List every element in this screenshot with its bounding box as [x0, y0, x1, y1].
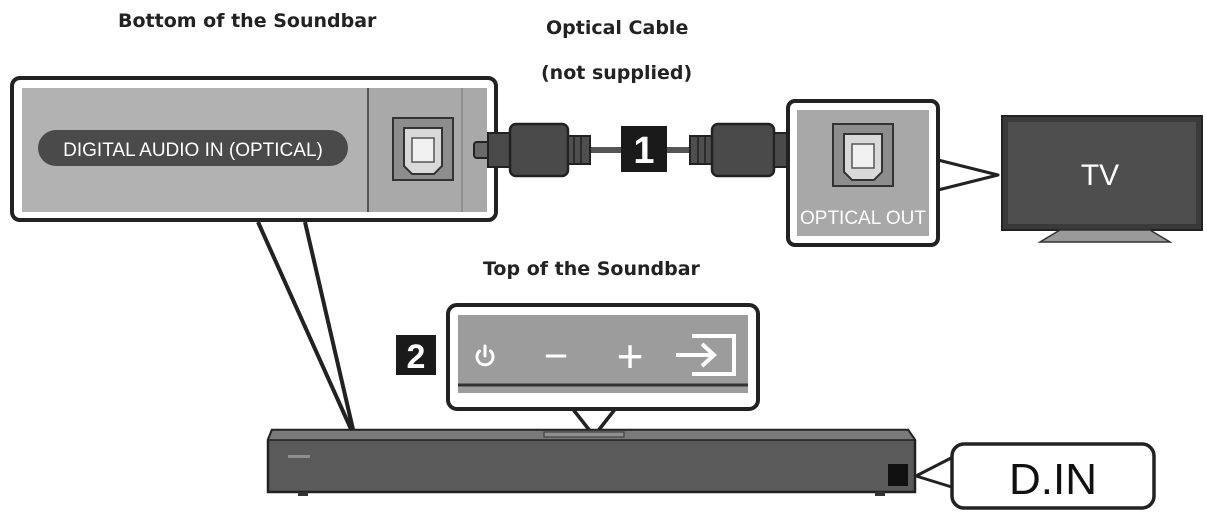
- tv-optical-out-callout: OPTICAL OUT: [786, 99, 940, 247]
- soundbar-illustration: [266, 428, 917, 496]
- soundbar-bottom-callout: DIGITAL AUDIO IN (OPTICAL): [10, 76, 498, 222]
- display-callout: [950, 442, 1156, 510]
- step-1-badge: [621, 126, 667, 172]
- optical-cable-label: Optical Cable: [546, 17, 689, 39]
- step-2-badge: [396, 335, 436, 375]
- source-input-icon: [676, 334, 736, 376]
- step-1-number: 1: [633, 130, 654, 172]
- bottom-of-soundbar-label: Bottom of the Soundbar: [118, 10, 377, 32]
- tv-callout-pointer: [937, 158, 1000, 192]
- minus-icon: −: [544, 332, 569, 379]
- step-2-number: 2: [407, 338, 426, 376]
- soundbar-top-callout: − +: [446, 303, 760, 411]
- top-of-soundbar-label: Top of the Soundbar: [483, 258, 700, 280]
- digital-audio-in-badge: [38, 130, 348, 166]
- optical-port-icon: [392, 117, 454, 181]
- tv-illustration: TV: [1001, 115, 1203, 243]
- plus-icon: +: [617, 330, 644, 382]
- digital-audio-in-label: DIGITAL AUDIO IN (OPTICAL): [63, 140, 323, 161]
- callout-pointer: [256, 221, 357, 440]
- optical-cable-note: (not supplied): [541, 62, 693, 84]
- tv-label: TV: [1081, 159, 1119, 192]
- optical-out-label: OPTICAL OUT: [800, 208, 926, 229]
- display-callout-pointer: [914, 454, 956, 490]
- soundbar-display: [888, 464, 908, 486]
- display-readout: D.IN: [1009, 455, 1097, 504]
- optical-out-port-icon: [832, 123, 894, 187]
- power-icon: [475, 344, 495, 367]
